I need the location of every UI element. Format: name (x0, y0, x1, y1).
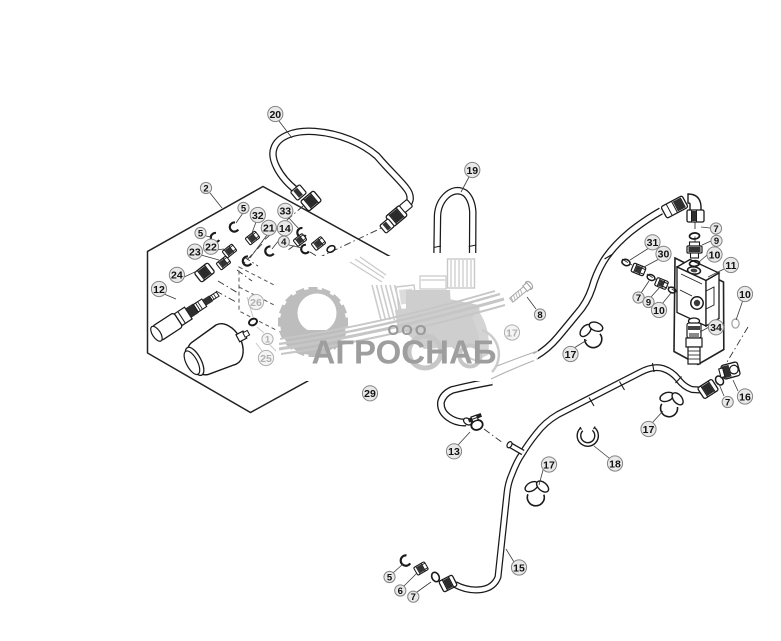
svg-text:33: 33 (279, 206, 291, 218)
svg-text:12: 12 (153, 284, 165, 296)
svg-text:4: 4 (281, 237, 287, 248)
svg-text:10: 10 (653, 305, 665, 317)
svg-text:17: 17 (543, 459, 555, 471)
svg-text:13: 13 (448, 446, 460, 458)
svg-text:17: 17 (565, 349, 577, 361)
svg-text:30: 30 (658, 249, 670, 261)
svg-text:7: 7 (636, 293, 641, 304)
svg-text:1: 1 (265, 334, 271, 345)
svg-text:7: 7 (713, 224, 718, 235)
svg-text:5: 5 (241, 203, 247, 214)
svg-text:9: 9 (714, 236, 719, 247)
svg-text:6: 6 (398, 586, 403, 597)
svg-text:22: 22 (205, 241, 217, 253)
svg-text:34: 34 (710, 322, 722, 334)
svg-text:7: 7 (725, 397, 730, 408)
svg-text:24: 24 (171, 270, 183, 282)
svg-text:21: 21 (263, 223, 275, 235)
svg-text:16: 16 (739, 391, 751, 403)
svg-text:29: 29 (364, 388, 376, 400)
svg-text:25: 25 (260, 353, 272, 365)
svg-text:8: 8 (537, 310, 542, 321)
svg-text:23: 23 (189, 246, 201, 258)
svg-text:17: 17 (506, 327, 518, 339)
svg-text:15: 15 (513, 562, 525, 574)
svg-text:2: 2 (203, 183, 208, 194)
svg-text:17: 17 (643, 424, 655, 436)
svg-text:18: 18 (609, 458, 621, 470)
svg-text:5: 5 (387, 572, 393, 583)
svg-text:14: 14 (279, 223, 291, 235)
svg-text:7: 7 (411, 592, 416, 603)
svg-text:11: 11 (725, 260, 736, 272)
svg-text:31: 31 (647, 237, 659, 249)
svg-text:10: 10 (739, 289, 751, 301)
svg-text:АГРОСНАБ: АГРОСНАБ (312, 334, 497, 371)
svg-text:ООО: ООО (387, 322, 428, 339)
svg-text:20: 20 (269, 109, 281, 121)
svg-text:5: 5 (198, 228, 204, 239)
svg-text:26: 26 (250, 297, 262, 309)
svg-text:19: 19 (466, 165, 478, 177)
svg-text:32: 32 (252, 210, 264, 222)
svg-text:10: 10 (709, 249, 721, 261)
svg-text:9: 9 (646, 297, 651, 308)
